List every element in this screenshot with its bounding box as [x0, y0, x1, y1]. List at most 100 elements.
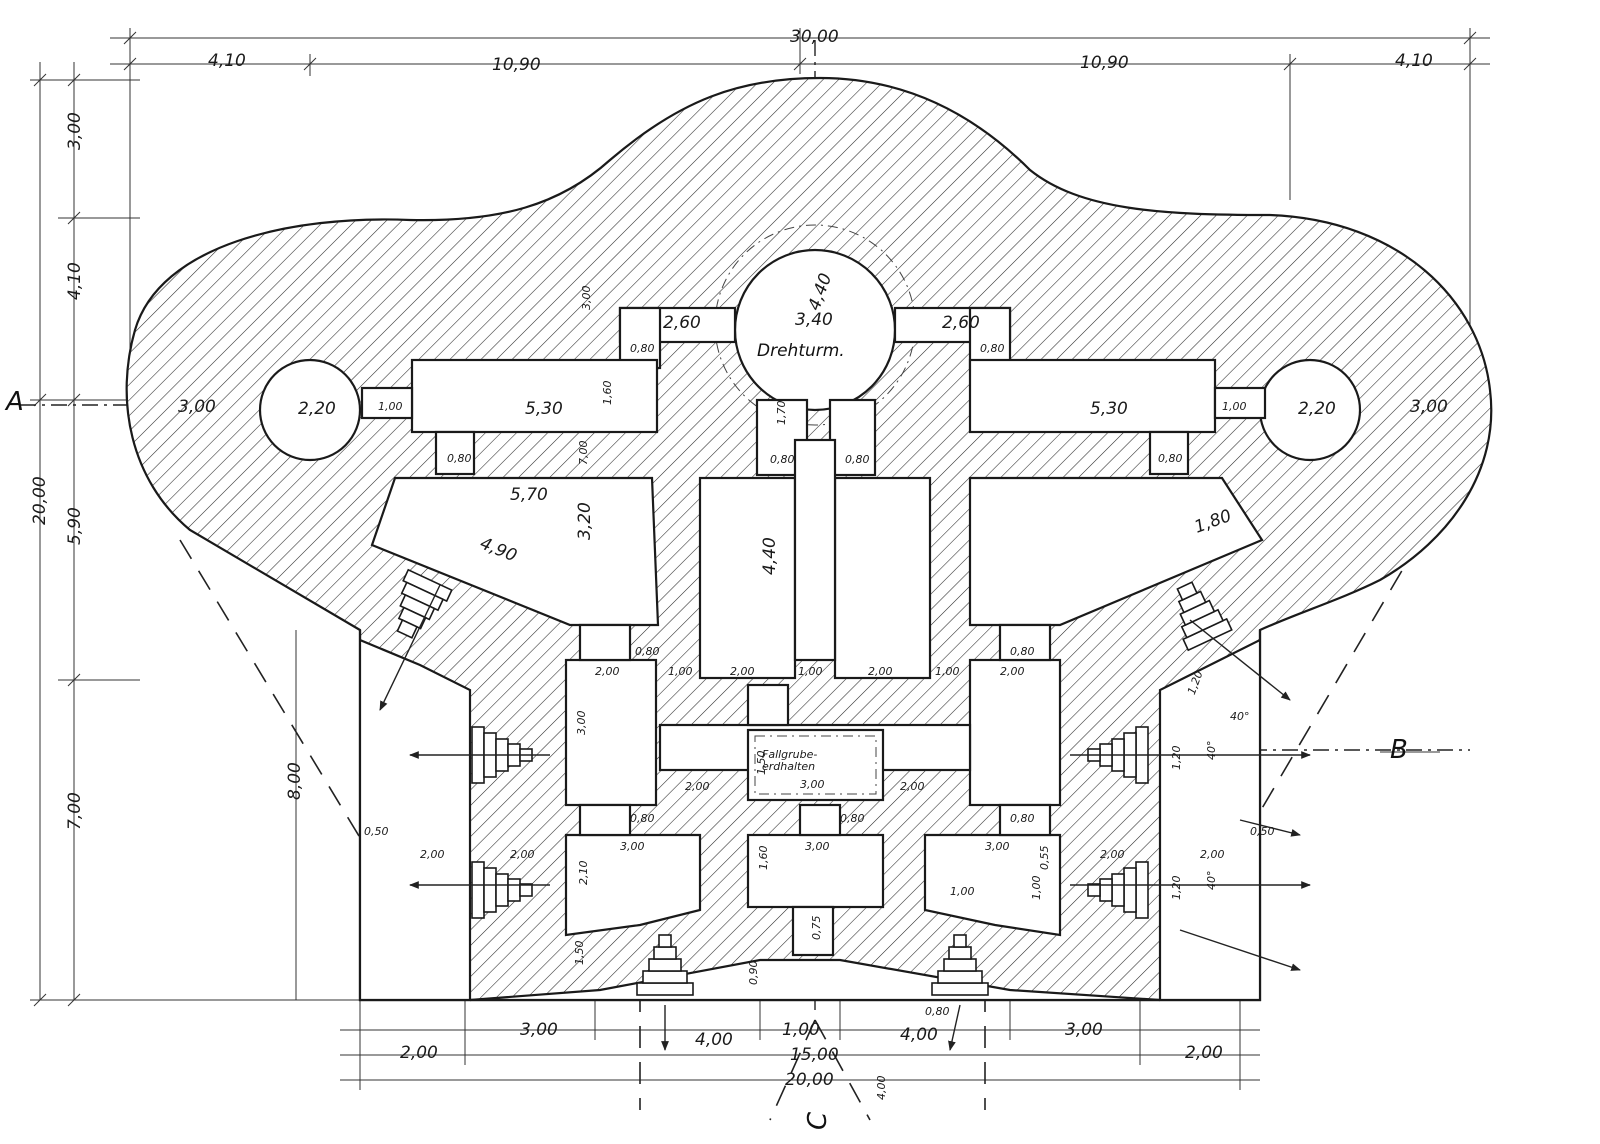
dim-thin-9: 0,80 — [630, 812, 655, 825]
dim-left-top-b: 4,10 — [65, 262, 85, 300]
dim-cupola-right: 2,20 — [1298, 399, 1336, 419]
dim-gap-3: 1,00 — [798, 665, 823, 678]
turret-label: Drehturm. — [757, 341, 845, 361]
left-side-room — [358, 630, 472, 1002]
pit-connector — [746, 683, 790, 727]
dim-top-right-outer: 4,10 — [1395, 51, 1433, 71]
dim-cupola-wall-left: 3,00 — [178, 397, 216, 417]
link-left — [360, 386, 414, 420]
dim-bottom-row1-3: 1,00 — [782, 1020, 820, 1040]
connector-left — [578, 623, 632, 662]
link-right — [1213, 386, 1267, 420]
dim-bottom-row1-1: 3,00 — [520, 1020, 558, 1040]
dim-side-w-left-2: 2,00 — [510, 848, 535, 861]
small-room-right — [968, 658, 1062, 807]
dim-bottom-row2-mid: 15,00 — [790, 1045, 839, 1065]
dim-thin-7: 0,80 — [840, 812, 865, 825]
dim-low-h: 2,10 — [577, 861, 590, 886]
casemate-right — [968, 476, 1264, 627]
dim-top-left-outer: 4,10 — [208, 51, 246, 71]
shaft-down — [793, 438, 837, 662]
dim-link-right: 1,00 — [1222, 400, 1247, 413]
dim-thin-11: 0,80 — [845, 453, 870, 466]
dim-top-overall: 30,00 — [790, 27, 839, 47]
section-label-c: C — [803, 1111, 833, 1130]
left-dimension-lines — [30, 62, 360, 1007]
dim-small-r-2: 1,00 — [1030, 876, 1043, 901]
fall-pit — [746, 728, 885, 802]
dim-pit-step: 1,50 — [573, 941, 586, 966]
dim-thin-5: 0,80 — [630, 342, 655, 355]
dim-gap-1: 1,00 — [668, 665, 693, 678]
dim-casemate-h: 3,20 — [575, 502, 595, 540]
section-label-b: B — [1390, 735, 1408, 765]
dim-pit-h: 1,50 — [755, 751, 768, 776]
long-room-right — [833, 476, 932, 680]
dim-turret-inner: 3,40 — [795, 310, 833, 330]
dim-angle-2: 40° — [1205, 741, 1218, 761]
connector-low-center — [798, 803, 842, 837]
fall-pit-inner — [754, 735, 877, 795]
dim-embr-3: 1,20 — [1170, 876, 1183, 901]
dim-small-w-right: 2,00 — [1000, 665, 1025, 678]
dim-low-w-mid: 3,00 — [805, 840, 830, 853]
stub-right — [1148, 430, 1190, 476]
dim-corridor-right: 5,30 — [1090, 399, 1128, 419]
dim-corr-right: 2,00 — [900, 780, 925, 793]
dim-side-w-right: 2,00 — [1100, 848, 1125, 861]
exit-shaft — [791, 905, 835, 957]
dim-small-w-mid-1: 2,00 — [730, 665, 755, 678]
dim-gap-2: 1,00 — [935, 665, 960, 678]
dim-small-w-left: 2,00 — [595, 665, 620, 678]
dim-corr-left: 2,00 — [685, 780, 710, 793]
corridor-right — [968, 358, 1217, 434]
cupola-left — [258, 358, 362, 462]
section-label-a: A — [4, 387, 24, 417]
dim-thin-4: 0,80 — [1158, 452, 1183, 465]
dim-embr-2: 1,20 — [1170, 746, 1183, 771]
dim-bottom-row1-2: 4,00 — [695, 1030, 733, 1050]
dim-angle-3: 40° — [1205, 871, 1218, 891]
dim-left-mid: 5,90 — [65, 507, 85, 545]
fire-arrows — [379, 584, 1311, 1051]
right-side-room — [1158, 630, 1262, 1002]
dim-bottom-row2-right: 2,00 — [1185, 1043, 1223, 1063]
passage-left-riser — [618, 306, 662, 370]
dim-cupola-left: 2,20 — [298, 399, 336, 419]
dim-left-top-a: 3,00 — [65, 112, 85, 150]
dim-long-room: 4,40 — [760, 537, 780, 575]
dim-left-bottom: 7,00 — [65, 792, 85, 830]
lower-room-left — [564, 833, 702, 937]
corridor-left — [410, 358, 659, 434]
connector-low-left — [578, 803, 632, 837]
dim-low-w-right: 3,00 — [985, 840, 1010, 853]
dim-thin-6: 0,80 — [980, 342, 1005, 355]
dim-thin-2: 0,80 — [1010, 645, 1035, 658]
dim-top-left-inner: 10,90 — [492, 55, 541, 75]
dim-corridor-left: 5,30 — [525, 399, 563, 419]
dim-casemate-w: 5,70 — [510, 485, 548, 505]
dim-angle-1: 40° — [1230, 710, 1250, 723]
connector-right — [998, 623, 1052, 662]
dim-link-left: 1,00 — [378, 400, 403, 413]
dim-depth: 1,70 — [775, 401, 788, 426]
turret — [733, 248, 897, 412]
dim-corridor-h: 1,60 — [601, 381, 614, 406]
connector-low-right — [998, 803, 1052, 837]
dim-low-w-left: 3,00 — [620, 840, 645, 853]
dim-side-w-left: 2,00 — [420, 848, 445, 861]
dim-wall-090: 0,90 — [747, 961, 760, 986]
passage-right-riser — [968, 306, 1012, 370]
dim-thin-1: 0,80 — [635, 645, 660, 658]
dim-side-w-right-2: 2,00 — [1200, 848, 1225, 861]
dim-bottom-row1-4: 4,00 — [900, 1025, 938, 1045]
dim-cupola-wall-right: 3,00 — [1410, 397, 1448, 417]
dim-low-mid-h: 1,60 — [757, 846, 770, 871]
bottom-dimension-lines — [340, 1000, 1260, 1090]
dim-vert-300: 3,00 — [580, 286, 593, 311]
top-dimension-lines — [110, 28, 1490, 400]
dim-top-right-inner: 10,90 — [1080, 53, 1129, 73]
dim-side-thk-right: 0,50 — [1250, 825, 1275, 838]
dim-thin2: 0,55 — [1038, 846, 1051, 871]
